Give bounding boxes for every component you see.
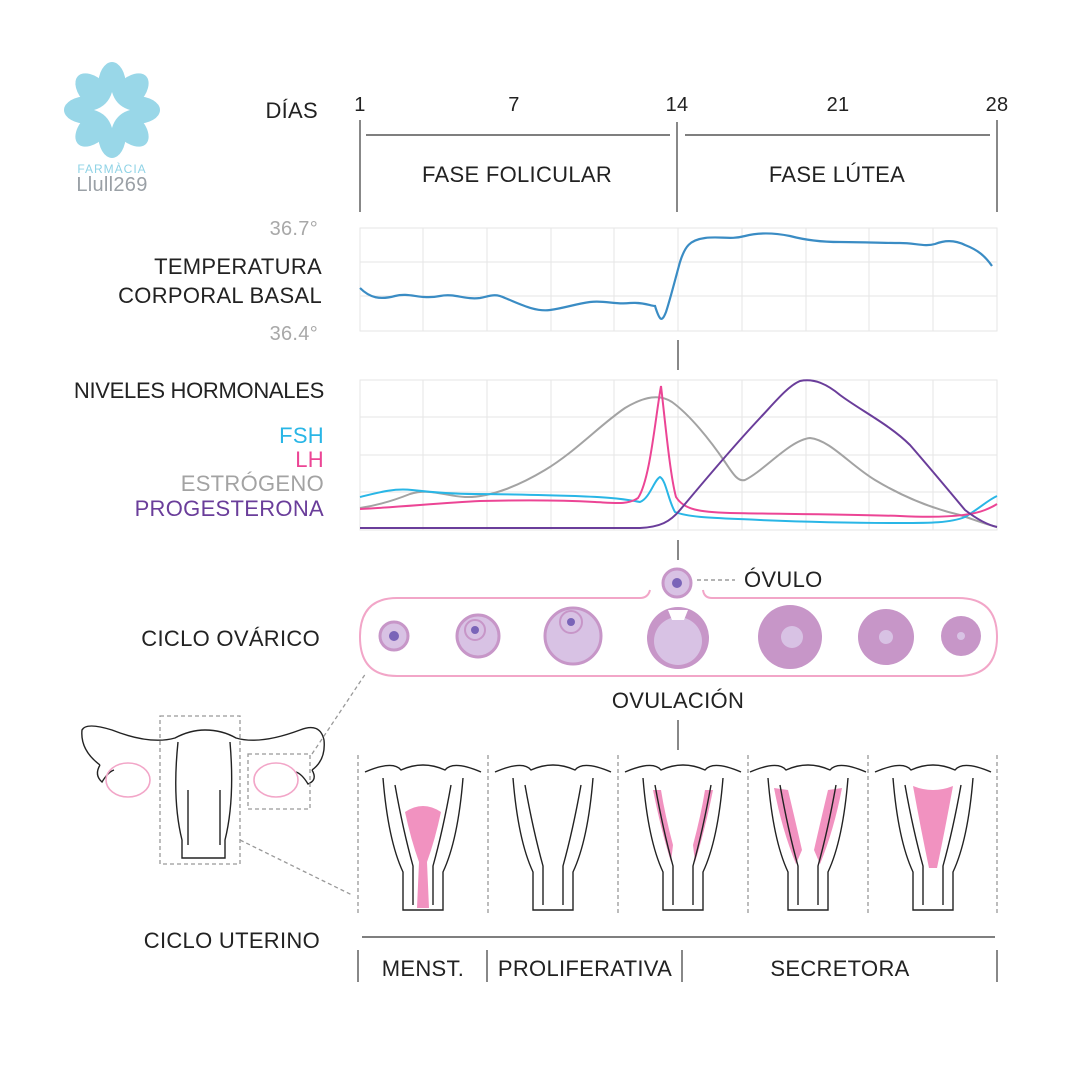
menst-label: MENST. — [381, 956, 465, 981]
uterus-outline — [624, 764, 742, 911]
legend-lh: LH — [295, 447, 324, 472]
follicles — [378, 605, 981, 669]
endometrium-lining — [653, 790, 713, 862]
uterine-cycle-label: CICLO UTERINO — [143, 928, 320, 953]
uterus-stage-2 — [494, 764, 612, 911]
uterus-stage-1 — [364, 764, 482, 911]
day-tick-14: 14 — [665, 94, 689, 116]
legend-progesterone: PROGESTERONA — [134, 496, 324, 521]
brand-line2: Llull269 — [76, 174, 148, 196]
day-axis — [359, 120, 998, 212]
ovarian-capsule — [358, 597, 999, 677]
uterus-stage-3 — [624, 764, 742, 911]
temperature-curve — [359, 232, 993, 320]
uterus-outline — [874, 764, 992, 911]
day-tick-1: 1 — [354, 94, 366, 116]
temp-min-label: 36.4° — [269, 323, 318, 345]
temp-label-line2: CORPORAL BASAL — [118, 283, 322, 308]
uterus-sequence — [364, 764, 992, 911]
days-label: DÍAS — [265, 98, 318, 123]
day-tick-7: 7 — [508, 94, 520, 116]
day-tick-21: 21 — [826, 94, 850, 116]
hormones-title: NIVELES HORMONALES — [73, 378, 324, 403]
secretory-label: SECRETORA — [770, 956, 910, 981]
endometrium-lining — [405, 806, 441, 908]
temp-max-label: 36.7° — [269, 218, 318, 240]
temperature-grid — [359, 227, 998, 332]
uterine-axis — [357, 936, 998, 982]
uterus-outline — [494, 764, 612, 911]
proliferative-label: PROLIFERATIVA — [497, 956, 673, 981]
ovum — [661, 567, 693, 599]
day-tick-28: 28 — [985, 94, 1009, 116]
ovum-label: ÓVULO — [744, 567, 823, 592]
uterus-outline — [749, 764, 867, 911]
left-ovary — [105, 762, 151, 798]
legend-estrogen: ESTRÓGENO — [180, 471, 324, 496]
progesterone-curve — [360, 379, 998, 530]
legend-fsh: FSH — [279, 423, 324, 448]
brand-line1: FARMÀCIA — [77, 162, 147, 176]
endometrium-lining — [913, 786, 953, 868]
fsh-curve — [359, 475, 998, 525]
lh-curve — [359, 385, 998, 518]
uterus-stage-4 — [749, 764, 867, 911]
endometrium-lining — [774, 788, 842, 864]
ovarian-cycle-label: CICLO OVÁRICO — [141, 626, 320, 651]
uterus-overview — [81, 725, 325, 859]
right-ovary — [253, 762, 299, 798]
follicular-phase-label: FASE FOLICULAR — [421, 162, 613, 187]
temp-label-line1: TEMPERATURA — [154, 254, 322, 279]
luteal-phase-label: FASE LÚTEA — [768, 162, 906, 187]
uterus-outline — [364, 764, 482, 911]
ovulation-label: OVULACIÓN — [611, 688, 745, 713]
uterus-stage-5 — [874, 764, 992, 911]
estrogen-curve — [359, 396, 998, 528]
hormone-grid — [359, 379, 998, 531]
